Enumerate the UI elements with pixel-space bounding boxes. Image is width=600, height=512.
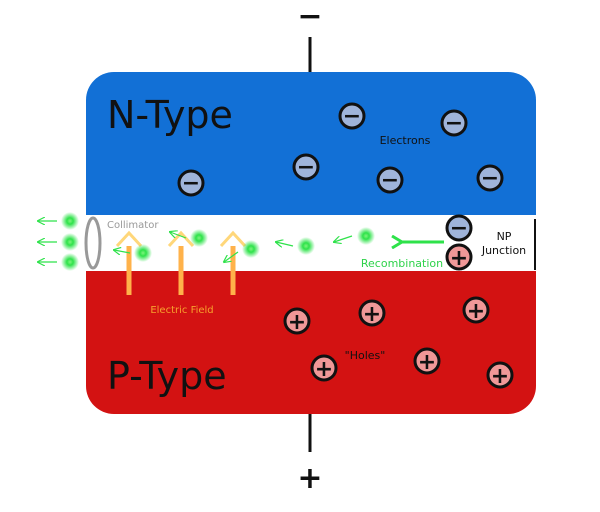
photon xyxy=(297,237,315,255)
collimator-lens xyxy=(84,216,102,270)
electron: − xyxy=(376,166,404,194)
hole: + xyxy=(486,361,514,389)
electron: − xyxy=(292,153,320,181)
collimator-label: Collimator xyxy=(107,220,159,231)
svg-text:−: − xyxy=(381,168,399,193)
positive-terminal-symbol: + xyxy=(297,461,322,496)
electric-field-arrow xyxy=(219,230,247,295)
p-type-region xyxy=(86,271,536,414)
electron-recombining: − xyxy=(445,214,473,242)
electrons-label: Electrons xyxy=(380,134,431,147)
photon xyxy=(357,227,375,245)
svg-text:+: + xyxy=(491,364,509,389)
photon xyxy=(61,212,79,230)
n-type-label: N-Type xyxy=(107,93,233,137)
photon-direction-arrow xyxy=(170,232,187,239)
np-junction-label-line2: Junction xyxy=(481,244,526,257)
svg-text:+: + xyxy=(418,350,436,375)
electron: − xyxy=(338,102,366,130)
photon-direction-arrow xyxy=(276,242,294,246)
electric-field-arrow xyxy=(167,230,195,295)
hole: + xyxy=(283,307,311,335)
electric-field-arrow xyxy=(115,230,143,295)
photon xyxy=(242,240,260,258)
svg-text:+: + xyxy=(467,299,485,324)
svg-text:+: + xyxy=(363,302,381,327)
photon xyxy=(61,233,79,251)
hole: + xyxy=(413,347,441,375)
svg-text:−: − xyxy=(450,216,468,241)
electron: − xyxy=(440,109,468,137)
svg-text:−: − xyxy=(297,155,315,180)
photon-direction-arrow xyxy=(334,235,353,242)
electron: − xyxy=(177,169,205,197)
photon xyxy=(134,244,152,262)
photon xyxy=(61,253,79,271)
svg-text:+: + xyxy=(450,246,468,271)
photon-direction-arrow xyxy=(224,251,239,262)
n-type-region xyxy=(86,72,536,215)
photon-direction-arrow xyxy=(114,250,131,253)
electric-field-label: Electric Field xyxy=(150,305,213,316)
hole: + xyxy=(310,354,338,382)
np-junction-label-line1: NP xyxy=(497,230,512,243)
recombination-label: Recombination xyxy=(361,257,443,270)
electron: − xyxy=(476,164,504,192)
photon xyxy=(190,229,208,247)
p-type-label: P-Type xyxy=(107,354,227,398)
negative-terminal-symbol: − xyxy=(297,0,322,34)
hole: + xyxy=(462,296,490,324)
svg-text:−: − xyxy=(343,104,361,129)
svg-text:−: − xyxy=(445,111,463,136)
svg-text:−: − xyxy=(182,171,200,196)
svg-text:+: + xyxy=(315,357,333,382)
hole: + xyxy=(358,299,386,327)
svg-text:−: − xyxy=(481,166,499,191)
svg-text:+: + xyxy=(288,310,306,335)
hole-recombining: + xyxy=(445,243,473,271)
holes-label: "Holes" xyxy=(345,349,386,362)
